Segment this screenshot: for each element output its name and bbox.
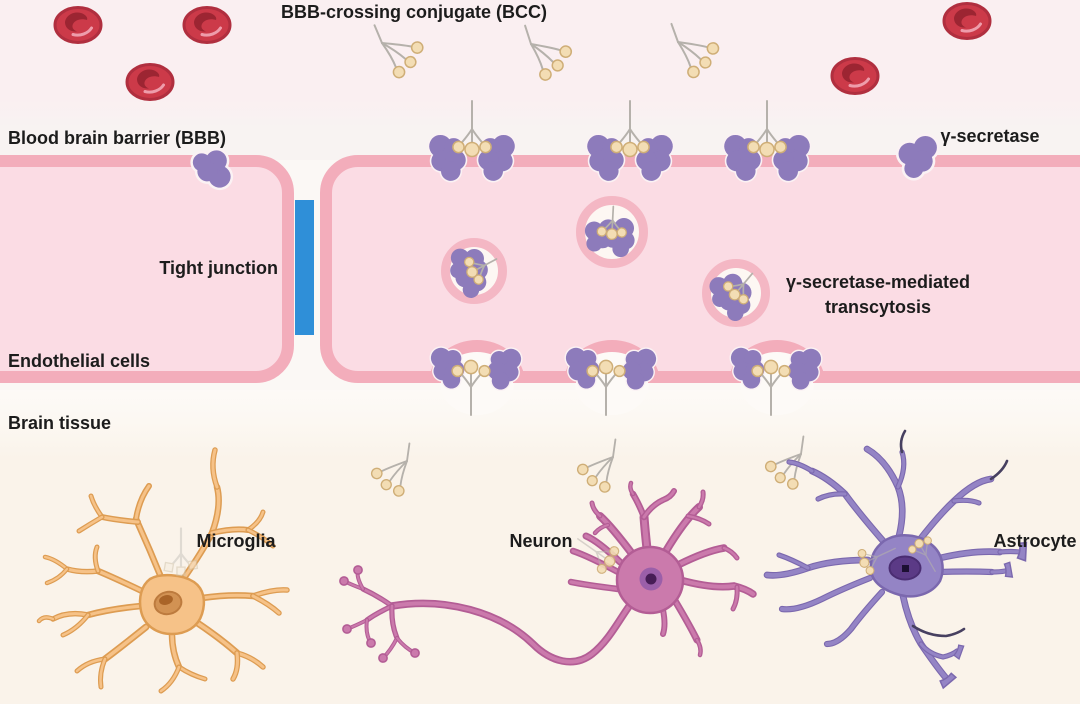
svg-text:γ-secretase: γ-secretase [940, 126, 1039, 146]
svg-text:Astrocyte: Astrocyte [993, 531, 1076, 551]
svg-text:Microglia: Microglia [196, 531, 276, 551]
svg-text:Brain tissue: Brain tissue [8, 413, 111, 433]
svg-text:BBB-crossing conjugate (BCC): BBB-crossing conjugate (BCC) [281, 2, 547, 22]
svg-text:Endothelial cells: Endothelial cells [8, 351, 150, 371]
svg-text:Tight junction: Tight junction [159, 258, 278, 278]
svg-text:γ-secretase-mediated: γ-secretase-mediated [786, 272, 970, 292]
svg-text:Blood brain barrier (BBB): Blood brain barrier (BBB) [8, 128, 226, 148]
svg-text:Neuron: Neuron [510, 531, 573, 551]
svg-text:transcytosis: transcytosis [825, 297, 931, 317]
